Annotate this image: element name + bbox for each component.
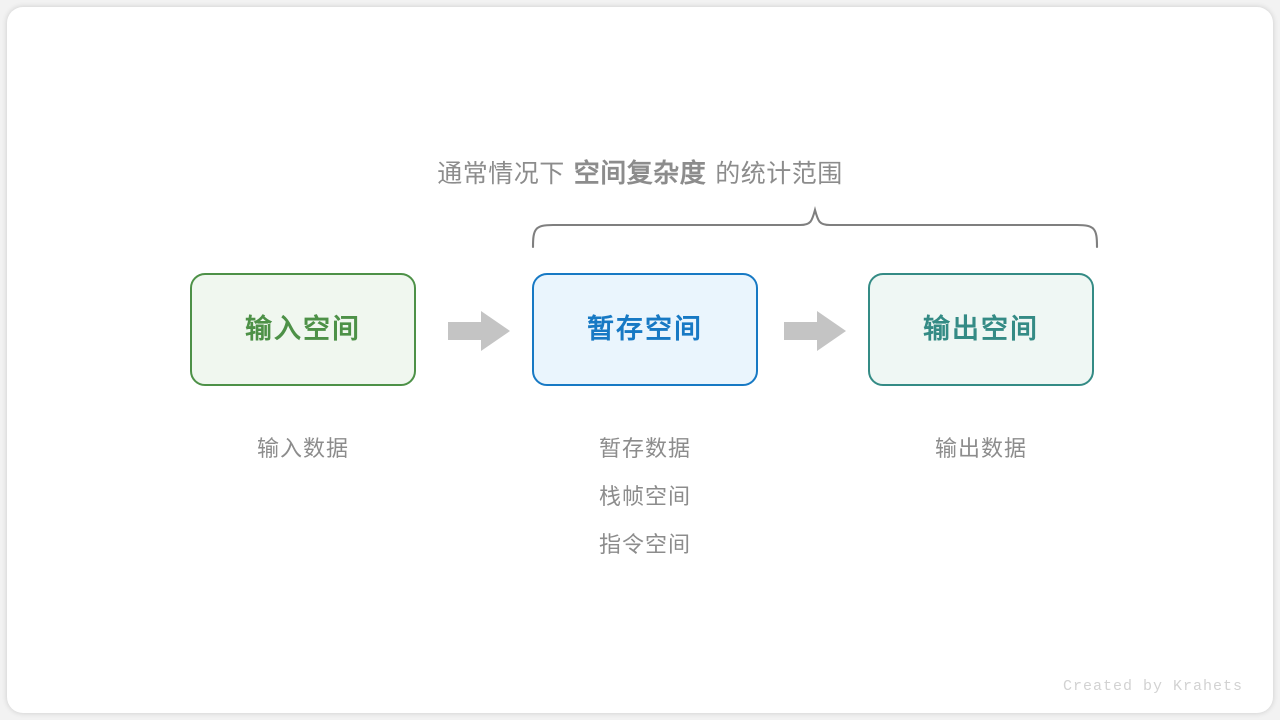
- captions-row: 输入数据 暂存数据 栈帧空间 指令空间 输出数据: [190, 425, 1103, 565]
- heading-prefix: 通常情况下: [437, 160, 565, 188]
- diagram-card: 通常情况下空间复杂度的统计范围 输入空间 暂存空间: [7, 7, 1273, 713]
- heading-suffix: 的统计范围: [715, 160, 843, 188]
- diagram-heading: 通常情况下空间复杂度的统计范围: [7, 153, 1273, 190]
- caption-line: 暂存数据: [598, 436, 691, 461]
- caption-column-input: 输入数据: [190, 425, 416, 473]
- stage-row: 输入空间 暂存空间 输出空间: [190, 273, 1103, 389]
- caption-line: 输入数据: [256, 436, 349, 461]
- box-input-space-label: 输入空间: [245, 314, 361, 344]
- arrow-input-to-temp: [448, 311, 510, 351]
- credit-text: Created by Krahets: [1062, 678, 1243, 695]
- caption-column-temp: 暂存数据 栈帧空间 指令空间: [532, 425, 758, 569]
- arrow-temp-to-output: [784, 311, 846, 351]
- caption-line: 输出数据: [934, 436, 1027, 461]
- right-arrow-icon: [448, 311, 510, 351]
- box-temp-space[interactable]: 暂存空间: [532, 273, 758, 386]
- caption-column-output: 输出数据: [868, 425, 1094, 473]
- box-input-space[interactable]: 输入空间: [190, 273, 416, 386]
- box-temp-space-label: 暂存空间: [587, 314, 703, 344]
- caption-line: 指令空间: [598, 532, 691, 557]
- curly-brace-icon: [531, 206, 1099, 249]
- box-output-space-label: 输出空间: [923, 314, 1039, 344]
- box-output-space[interactable]: 输出空间: [868, 273, 1094, 386]
- caption-line: 栈帧空间: [598, 484, 691, 509]
- brace-container: [519, 199, 1111, 255]
- right-arrow-icon: [784, 311, 846, 351]
- heading-emphasis: 空间复杂度: [573, 158, 707, 188]
